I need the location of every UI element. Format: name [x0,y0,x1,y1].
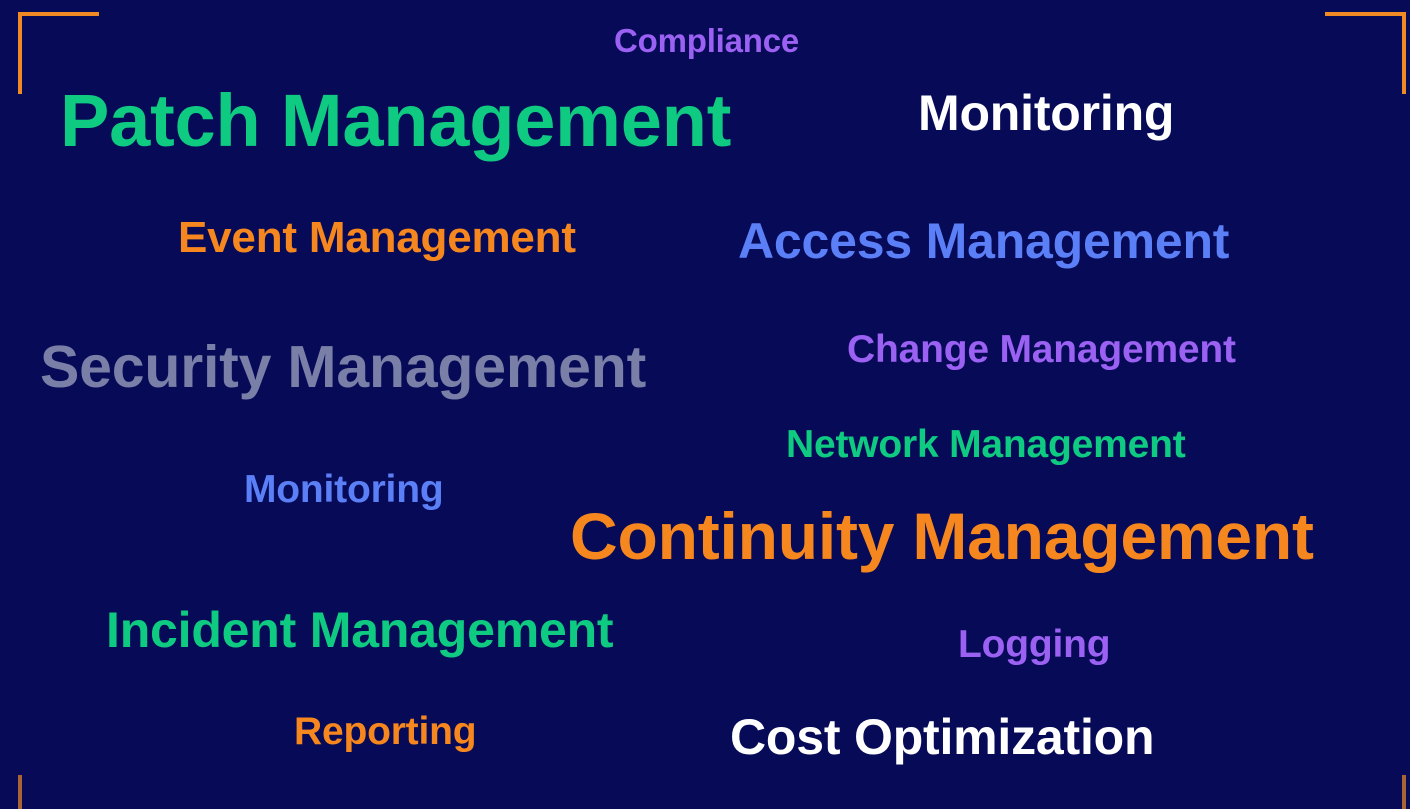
word-access-management: Access Management [738,213,1230,269]
word-compliance: Compliance [614,22,800,59]
word-logging: Logging [958,623,1111,666]
word-incident-management: Incident Management [106,602,614,658]
top-right-frame-corner [1325,12,1406,94]
word-event-management: Event Management [178,213,576,262]
word-reporting: Reporting [294,710,477,753]
bottom-right-frame-corner [1398,775,1406,809]
top-left-frame-corner [18,12,99,94]
word-cost-optimization: Cost Optimization [730,709,1155,765]
bottom-left-frame-corner [18,775,26,809]
word-patch-management: Patch Management [60,79,732,162]
word-network-management: Network Management [786,423,1186,466]
word-monitoring-middle: Monitoring [244,468,444,511]
word-continuity-management: Continuity Management [570,499,1314,573]
word-monitoring-top: Monitoring [918,85,1175,141]
word-security-management: Security Management [40,334,647,400]
word-change-management: Change Management [847,328,1236,371]
